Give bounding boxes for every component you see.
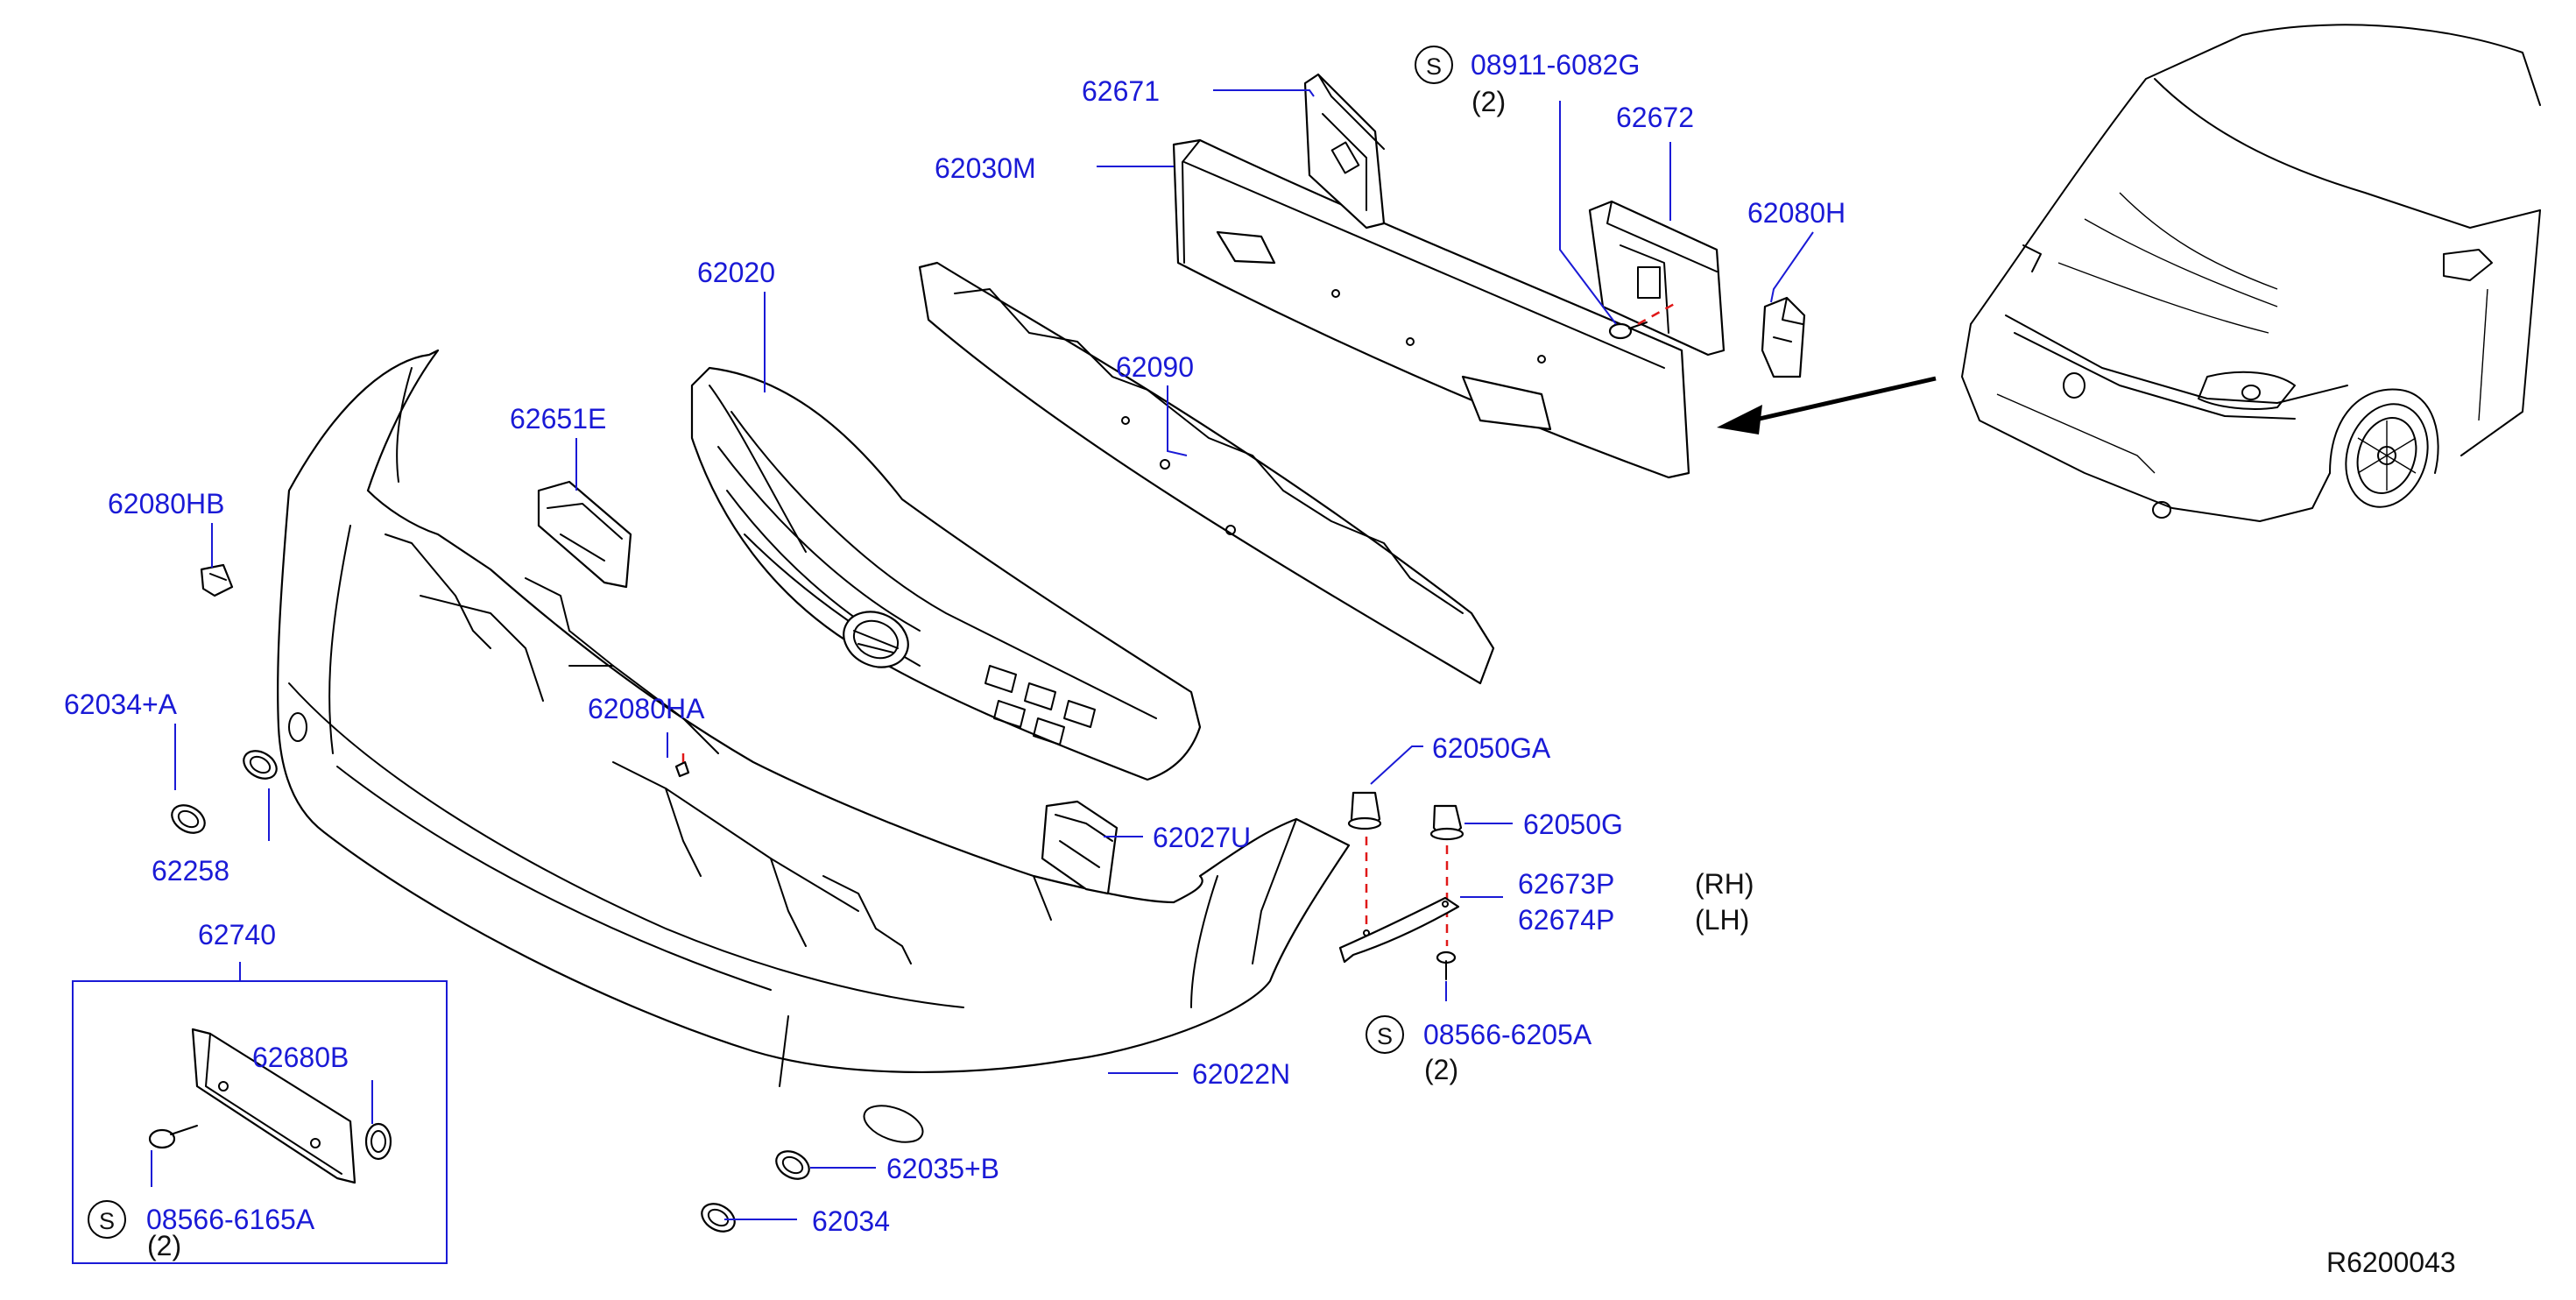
vehicle-illustration [1961,24,2541,522]
label-62673p: 62673P [1518,868,1614,900]
label-prefix-s: S [1426,53,1442,80]
label-62080ha: 62080HA [588,693,705,724]
label-62022n: 62022N [1192,1058,1290,1090]
grommet-62258 [243,750,278,780]
bracket-62671 [1303,73,1386,230]
label-62680b: 62680B [252,1042,349,1073]
license-plate-bracket-62680b [191,1028,356,1184]
label-08566-6205a: 08566-6205A [1423,1019,1592,1050]
bolt-08911 [1608,321,1648,340]
bumper-reinforcement-62030m [1172,138,1690,479]
label-62050ga: 62050GA [1432,732,1551,764]
label-08911-6082g: 08911-6082G [1471,49,1640,81]
clip-62050ga [1347,791,1382,830]
label-62651e: 62651E [510,403,606,435]
label-62671: 62671 [1082,75,1160,107]
label-62030m: 62030M [935,152,1036,184]
label-62674p: 62674P [1518,904,1614,936]
label-62035b: 62035+B [886,1153,999,1184]
label-prefix-s: S [99,1208,115,1234]
grommet-62035b [775,1150,810,1180]
clip-62080ha [674,760,690,778]
bumper-fascia-62022n [277,349,1351,1143]
grommet-62034a [171,804,206,834]
clip-62050g [1429,804,1464,841]
part-labels: 62671 62030M S 08911-6082G (2) 62672 620… [64,46,2456,1278]
side-bracket-62673p [1338,896,1460,964]
grille-62020 [690,366,1202,781]
label-62050g: 62050G [1523,809,1623,840]
label-62674p-side: (LH) [1695,904,1749,936]
screw-08566-6165a [148,1125,198,1149]
screw-08566-6205a [1436,950,1457,980]
license-plate-kit-box [72,980,448,1264]
label-prefix-s: S [1377,1023,1393,1049]
bracket-62651e [537,480,632,589]
leader-lines [151,89,1814,1220]
bracket-62672 [1588,200,1726,357]
label-62080h: 62080H [1747,197,1846,229]
bracket-62027u [1041,800,1119,895]
label-62080hb: 62080HB [108,488,224,519]
label-62027u: 62027U [1153,822,1251,853]
grommet-62680b [364,1122,392,1161]
grommet-62034 [701,1203,736,1233]
bracket-62080h [1761,296,1806,378]
direction-arrow [1717,376,1937,435]
label-08911-6082g-qty: (2) [1471,86,1506,117]
label-62258: 62258 [152,855,229,887]
label-62020: 62020 [697,257,775,288]
label-62672: 62672 [1616,102,1694,133]
label-62090: 62090 [1116,351,1194,383]
energy-absorber-62090 [918,261,1495,685]
s-marker [1366,1015,1404,1054]
label-62034a: 62034+A [64,689,178,720]
reference-code: R6200043 [2326,1247,2456,1278]
label-62673p-side: (RH) [1695,868,1754,900]
s-marker [88,1200,126,1239]
label-62034: 62034 [812,1205,890,1237]
guide-line [1637,300,1678,326]
label-62740: 62740 [198,919,276,950]
label-08566-6165a-qty: (2) [147,1230,181,1261]
label-08566-6165a: 08566-6165A [146,1204,315,1235]
s-marker [1415,46,1453,84]
clip-62080hb [200,563,234,597]
label-08566-6205a-qty: (2) [1424,1054,1458,1085]
